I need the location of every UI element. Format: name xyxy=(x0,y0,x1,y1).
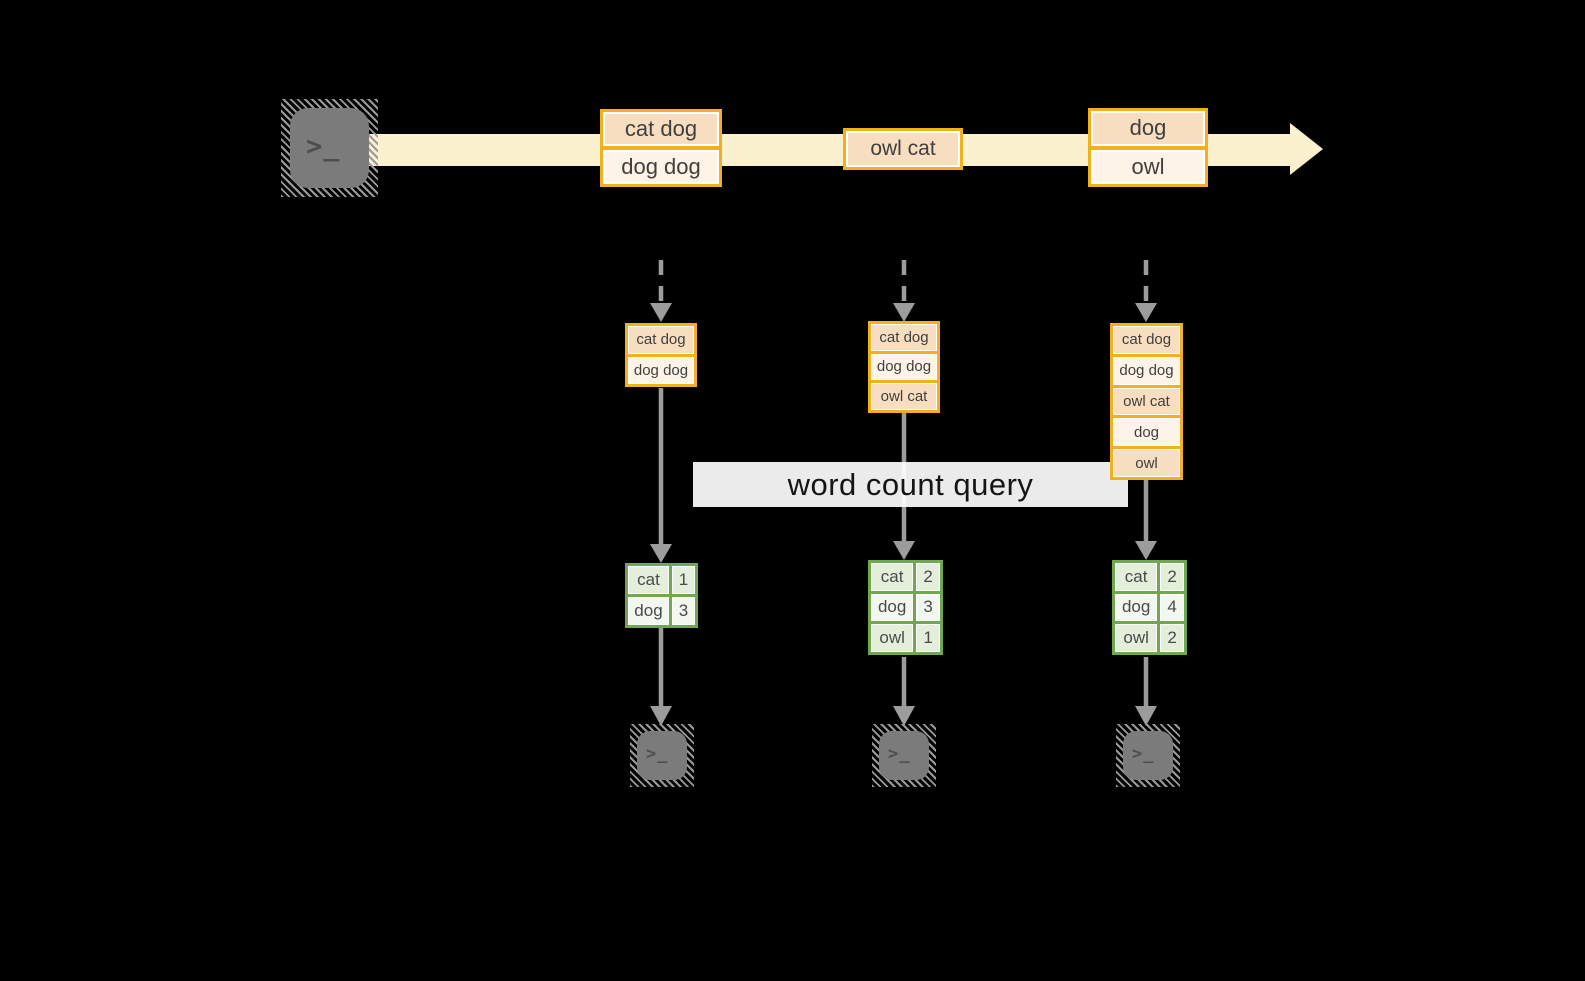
table-cell-word: dog xyxy=(628,597,669,625)
terminal-icon-source: >_ xyxy=(281,99,378,197)
buffer-cell: cat dog xyxy=(1113,326,1180,354)
buffer-to-counts-arrow xyxy=(1135,480,1157,560)
table-cell-word: owl xyxy=(1115,624,1158,652)
table-cell-count: 3 xyxy=(916,593,940,622)
buffer-cell: owl cat xyxy=(1113,387,1180,416)
table-cell-word: owl xyxy=(871,624,914,652)
word-count-table-1: cat 1 dog 3 xyxy=(625,563,698,628)
stream-to-buffer-arrow xyxy=(1135,260,1157,322)
table-cell-count: 1 xyxy=(916,624,940,652)
buffer-cell: cat dog xyxy=(871,324,937,351)
buffer-cell: dog dog xyxy=(1113,356,1180,385)
terminal-prompt-icon: >_ xyxy=(879,731,929,780)
terminal-icon-sink-3: >_ xyxy=(1116,724,1180,787)
table-cell-count: 2 xyxy=(1160,624,1184,652)
stream-event-cell: owl cat xyxy=(846,131,960,167)
table-cell-word: cat xyxy=(628,566,669,594)
counts-to-terminal-arrow xyxy=(1135,657,1157,726)
stream-event-cell: owl xyxy=(1091,149,1205,184)
buffer-cell: cat dog xyxy=(628,326,694,354)
terminal-glyph: >_ xyxy=(888,743,911,764)
terminal-prompt-icon: >_ xyxy=(637,731,687,780)
terminal-prompt-icon: >_ xyxy=(1123,731,1173,780)
table-cell-count: 1 xyxy=(671,566,695,594)
table-cell-count: 4 xyxy=(1160,593,1184,622)
table-cell-count: 3 xyxy=(671,597,695,625)
terminal-glyph: >_ xyxy=(646,743,669,764)
terminal-icon-sink-1: >_ xyxy=(630,724,694,787)
buffer-cell: dog xyxy=(1113,418,1180,447)
table-cell-word: cat xyxy=(871,563,914,591)
buffer-stack-3: cat dog dog dog owl cat dog owl xyxy=(1110,323,1183,480)
terminal-prompt-icon: >_ xyxy=(290,108,369,188)
table-cell-count: 2 xyxy=(916,563,940,591)
table-cell-word: cat xyxy=(1115,563,1158,591)
terminal-glyph: >_ xyxy=(1132,743,1155,764)
counts-to-terminal-arrow xyxy=(650,628,672,726)
buffer-stack-2: cat dog dog dog owl cat xyxy=(868,321,940,413)
stream-event-box-2: owl cat xyxy=(843,128,963,170)
word-count-table-2: cat 2 dog 3 owl 1 xyxy=(868,560,943,655)
table-cell-word: dog xyxy=(871,593,914,622)
buffer-cell: owl xyxy=(1113,449,1180,477)
buffer-stack-1: cat dog dog dog xyxy=(625,323,697,387)
buffer-cell: owl cat xyxy=(871,383,937,410)
stream-to-buffer-arrow xyxy=(650,260,672,322)
stream-event-cell: cat dog xyxy=(603,112,719,146)
query-label: word count query xyxy=(787,466,1034,502)
query-label-band: word count query xyxy=(693,462,1128,507)
stream-event-cell: dog dog xyxy=(603,150,719,184)
table-cell-word: dog xyxy=(1115,593,1158,622)
buffer-cell: dog dog xyxy=(628,356,694,384)
stream-to-buffer-arrow xyxy=(893,260,915,322)
terminal-icon-sink-2: >_ xyxy=(872,724,936,787)
stream-event-cell: dog xyxy=(1091,111,1205,146)
buffer-to-counts-arrow xyxy=(650,388,672,563)
terminal-glyph: >_ xyxy=(306,130,341,162)
word-count-table-3: cat 2 dog 4 owl 2 xyxy=(1112,560,1187,655)
table-cell-count: 2 xyxy=(1160,563,1184,591)
stream-event-box-1: cat dog dog dog xyxy=(600,109,722,187)
stream-event-box-3: dog owl xyxy=(1088,108,1208,187)
buffer-cell: dog dog xyxy=(871,353,937,381)
counts-to-terminal-arrow xyxy=(893,657,915,726)
